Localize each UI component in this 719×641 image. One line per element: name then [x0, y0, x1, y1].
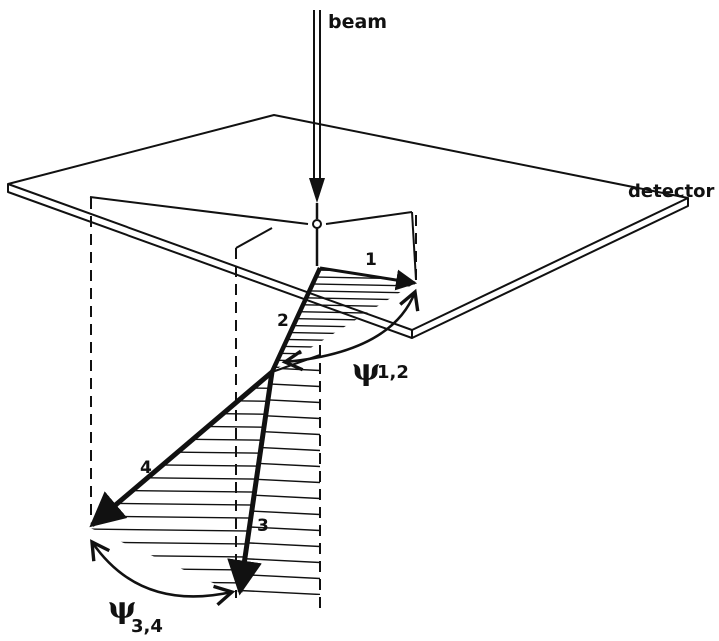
hatch-line	[240, 525, 320, 532]
hatch-line	[88, 489, 272, 494]
vector-4	[89, 370, 274, 528]
hatch-line	[240, 381, 320, 388]
vector-2-label: 2	[277, 311, 289, 331]
hatch-line	[88, 450, 272, 455]
vector-4-label: 4	[140, 458, 152, 478]
beam-label: beam	[328, 11, 387, 33]
angle-arc-psi-1-2	[281, 288, 420, 372]
detector-label: detector	[628, 181, 715, 202]
vector-3	[227, 371, 275, 596]
hatch-line	[88, 372, 272, 377]
hatch-line	[240, 429, 320, 436]
psi-1-2-symbol: ψ	[352, 353, 380, 388]
psi-3-4-subscript: 3,4	[131, 616, 163, 637]
psi-3-4-label: ψ 3,4	[108, 591, 163, 637]
hatch-line	[88, 554, 272, 559]
detector-plate	[7, 114, 689, 339]
hatch-line	[240, 493, 320, 500]
hatch-line	[88, 515, 272, 520]
hatch-line	[88, 385, 272, 390]
plate-projection-lines	[89, 196, 417, 281]
hatch-line	[88, 528, 272, 533]
hatch-line	[240, 445, 320, 452]
vector-1-label: 1	[365, 250, 377, 270]
psi-3-4-symbol: ψ	[108, 591, 136, 626]
vector-1	[319, 266, 418, 291]
psi-1-2-subscript: 1,2	[377, 362, 409, 383]
hatch-line	[240, 413, 320, 420]
hatch-line	[240, 589, 320, 595]
vector-3-label: 3	[257, 516, 269, 536]
hatch-line	[88, 476, 272, 481]
hatch-line	[88, 437, 272, 442]
hatch-line	[88, 580, 272, 585]
hatch-line	[272, 352, 415, 357]
hatch-line	[88, 411, 272, 416]
hatch-line	[240, 509, 320, 516]
angle-arc-psi-3-4	[90, 539, 236, 607]
psi-1-2-label: ψ 1,2	[352, 353, 409, 388]
incoming-beam	[309, 10, 325, 266]
